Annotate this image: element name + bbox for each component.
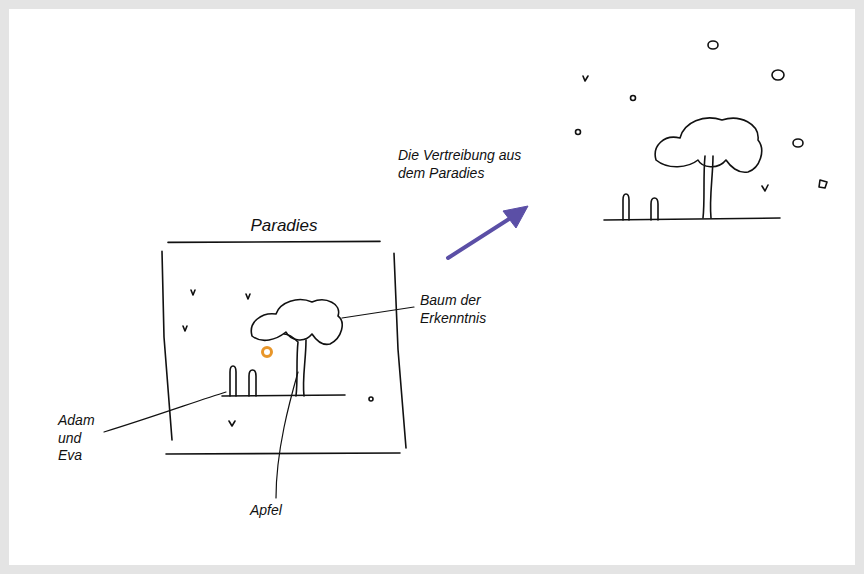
ground-line [222, 395, 345, 396]
tree-trunk [284, 334, 306, 396]
eva-figure [651, 198, 658, 220]
expulsion-arrow [448, 206, 528, 258]
frame-stroke [166, 453, 400, 454]
leader-line [342, 307, 414, 318]
eva-figure [249, 370, 256, 396]
paper-ground [9, 9, 855, 565]
frame-heading: Paradies [160, 214, 408, 236]
scattered-mark [576, 41, 828, 191]
callout-label: Adam und Eva [58, 412, 102, 465]
frame-outline [160, 214, 408, 460]
apple [263, 348, 272, 357]
scene-frame: Paradies [160, 214, 408, 460]
small-mark [183, 290, 250, 426]
callout-label: Baum der Erkenntnis [420, 292, 520, 327]
leader-line [276, 372, 298, 498]
frame-stroke [168, 241, 380, 242]
frame-stroke [162, 251, 172, 440]
tree-trunk [703, 156, 713, 218]
small-mark [369, 397, 373, 401]
arrow-caption: Die Vertreibung aus dem Paradies [398, 147, 548, 182]
leader-line [104, 392, 226, 432]
adam-figure [623, 194, 629, 220]
callout-label: Apfel [250, 502, 310, 520]
adam-figure [230, 366, 236, 396]
tree-canopy [655, 118, 761, 172]
tree-canopy [251, 300, 342, 345]
ground-line [604, 218, 780, 220]
frame-stroke [394, 253, 406, 448]
